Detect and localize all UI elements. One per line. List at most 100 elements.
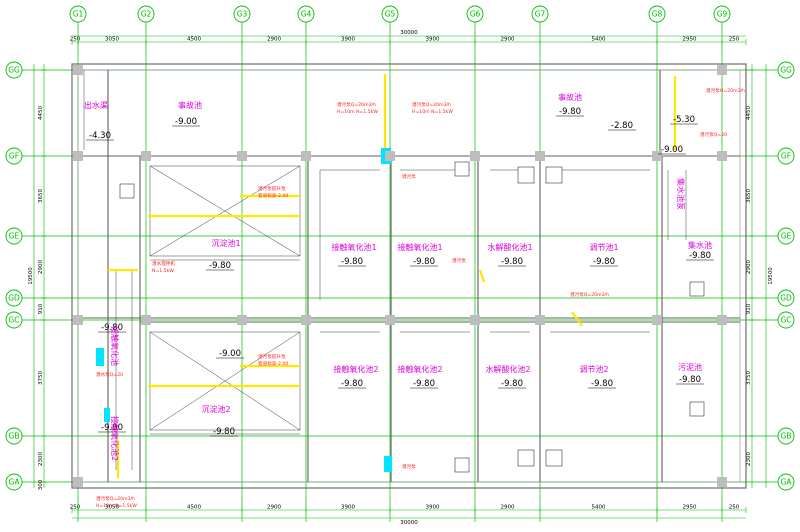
structural-column xyxy=(717,151,727,161)
structural-column xyxy=(652,151,662,161)
axis-bubble: GB xyxy=(777,427,795,445)
axis-bubble: G9 xyxy=(713,5,731,23)
dimension-text: 3050 xyxy=(105,505,119,511)
svg-text:潜污泵Q=20m3/h: 潜污泵Q=20m3/h xyxy=(706,87,745,94)
room-elevation: -9.80 xyxy=(559,107,581,117)
axis-bubble: G2 xyxy=(137,5,155,23)
svg-text:管道标高-2.00: 管道标高-2.00 xyxy=(258,360,288,367)
svg-text:潜污泵Q=20m3/h: 潜污泵Q=20m3/h xyxy=(570,291,609,298)
dimension-total-bottom: 30000 xyxy=(400,520,418,526)
axis-bubble: GC xyxy=(777,311,795,329)
dimension-text: 2900 xyxy=(746,260,752,274)
room-elevation: -9.80 xyxy=(501,379,523,389)
equipment-boxes xyxy=(119,161,705,473)
svg-text:GC: GC xyxy=(8,316,19,325)
room-elevation: -9.80 xyxy=(341,257,363,267)
dimension-text: 910 xyxy=(746,303,752,314)
axis-bubble: G5 xyxy=(381,5,399,23)
room-elevation: -9.80 xyxy=(213,427,235,437)
room-label: 沉淀池2 xyxy=(201,404,230,414)
structural-column xyxy=(141,151,151,161)
axis-bubble: GD xyxy=(777,289,795,307)
axis-bubble: GF xyxy=(5,147,23,165)
room-elevation: -9.80 xyxy=(679,375,701,385)
tank-hatching xyxy=(149,165,301,435)
svg-text:管道标高-2.00: 管道标高-2.00 xyxy=(258,192,288,199)
svg-text:潜污泵: 潜污泵 xyxy=(402,173,416,180)
dimension-total-top: 30000 xyxy=(400,30,418,36)
room-elevation: -9.80 xyxy=(209,261,231,271)
axis-bubble: G6 xyxy=(466,5,484,23)
room-label: 调节池1 xyxy=(589,242,618,252)
svg-text:GG: GG xyxy=(780,66,792,75)
room-elevation: -2.80 xyxy=(611,121,633,131)
structural-column xyxy=(470,315,480,325)
room-elevation: -9.00 xyxy=(661,145,683,155)
dimension-text: 3900 xyxy=(341,505,355,511)
room-elevation: -9.00 xyxy=(219,349,241,359)
room-labels: 出水渠-4.30事故池-9.00事故池-9.80-2.80-5.30-9.00沉… xyxy=(84,92,714,437)
structural-column xyxy=(470,151,480,161)
dimension-text: 250 xyxy=(70,505,81,511)
structural-column xyxy=(301,151,311,161)
room-elevation: -9.80 xyxy=(413,257,435,267)
axis-bubble: GD xyxy=(5,289,23,307)
structural-column xyxy=(652,315,662,325)
svg-text:GD: GD xyxy=(780,294,792,303)
axis-bubble: GC xyxy=(5,311,23,329)
svg-text:潜污泵Q=20m3/h: 潜污泵Q=20m3/h xyxy=(96,495,135,502)
svg-text:G9: G9 xyxy=(717,10,728,19)
structural-column xyxy=(73,65,83,75)
dimension-total-right: 19500 xyxy=(768,267,774,285)
structural-column xyxy=(717,65,727,75)
room-elevation: -5.30 xyxy=(673,115,695,125)
axis-bubble: GF xyxy=(777,147,795,165)
dimension-text: 3750 xyxy=(38,371,44,385)
svg-text:潜污泵Q=20m3/h: 潜污泵Q=20m3/h xyxy=(412,101,451,108)
svg-text:GA: GA xyxy=(781,478,793,487)
room-elevation: -9.80 xyxy=(501,257,523,267)
structural-column xyxy=(237,151,247,161)
dimension-text: 250 xyxy=(729,505,740,511)
room-label: 接触氧化池2 xyxy=(397,364,442,374)
svg-text:G1: G1 xyxy=(73,10,84,19)
dimension-text: 300 xyxy=(38,479,44,490)
svg-text:GE: GE xyxy=(9,232,20,241)
svg-text:GD: GD xyxy=(8,294,20,303)
svg-text:G7: G7 xyxy=(535,10,546,19)
dimension-text: 3650 xyxy=(746,189,752,203)
vertical-label-left-1: 接触氧化池 xyxy=(110,326,120,366)
axis-bubble: G4 xyxy=(297,5,315,23)
structural-column xyxy=(73,477,83,487)
svg-text:N=1.5kW: N=1.5kW xyxy=(152,268,174,274)
room-elevation: -9.80 xyxy=(101,423,123,433)
structural-column xyxy=(301,315,311,325)
axis-bubble: GG xyxy=(5,61,23,79)
svg-text:GF: GF xyxy=(9,152,19,161)
svg-text:G6: G6 xyxy=(470,10,481,19)
room-label: 调节池2 xyxy=(579,364,608,374)
svg-text:潜污泵提升泵: 潜污泵提升泵 xyxy=(258,353,286,360)
room-elevation: -9.80 xyxy=(101,323,123,333)
structural-column xyxy=(73,315,83,325)
dimension-text: 4450 xyxy=(38,106,44,120)
svg-text:潜污泵: 潜污泵 xyxy=(452,257,466,264)
svg-text:G5: G5 xyxy=(385,10,396,19)
dimension-text: 2900 xyxy=(267,505,281,511)
room-label: 接触氧化池1 xyxy=(397,242,442,252)
svg-text:GE: GE xyxy=(781,232,792,241)
room-elevation: -4.30 xyxy=(89,131,111,141)
svg-text:GG: GG xyxy=(8,66,20,75)
structural-column xyxy=(141,315,151,325)
svg-text:GB: GB xyxy=(9,432,20,441)
dimension-text: 3900 xyxy=(426,505,440,511)
inner-wall xyxy=(77,69,741,483)
axis-bubble: G3 xyxy=(233,5,251,23)
structural-column xyxy=(237,315,247,325)
svg-text:潜污泵: 潜污泵 xyxy=(402,463,416,470)
structural-column xyxy=(535,151,545,161)
dimension-text: 2900 xyxy=(501,505,515,511)
pipe-lines xyxy=(108,74,677,478)
